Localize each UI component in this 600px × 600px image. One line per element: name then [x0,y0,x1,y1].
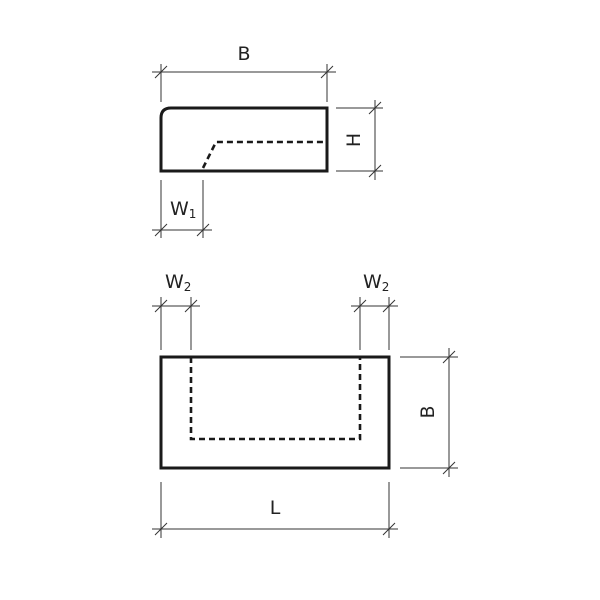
top-hidden-line [201,140,327,169]
dimension-b-label: B [237,43,250,65]
bottom-view: W2 W2 B L [152,271,458,538]
dimension-w2-right: W2 [351,271,398,350]
top-view: B H W1 [152,43,383,238]
dimension-w2-right-label: W2 [363,271,389,294]
top-part-outline [159,106,329,173]
dimension-w1: W1 [152,180,212,238]
dimension-h-label: H [343,133,365,147]
dimension-b-right: B [400,348,458,477]
dimension-w2-left-label: W2 [165,271,191,294]
dimension-l: L [152,482,398,538]
dimension-b-right-label: B [417,405,439,418]
dimension-l-label: L [270,497,281,519]
dimension-h: H [336,100,383,180]
bottom-hidden-line [189,357,362,441]
dimension-w1-label: W1 [170,198,196,221]
bottom-part-outline [159,355,391,470]
dimension-b-top: B [152,43,336,102]
dimension-w2-left: W2 [152,271,200,350]
